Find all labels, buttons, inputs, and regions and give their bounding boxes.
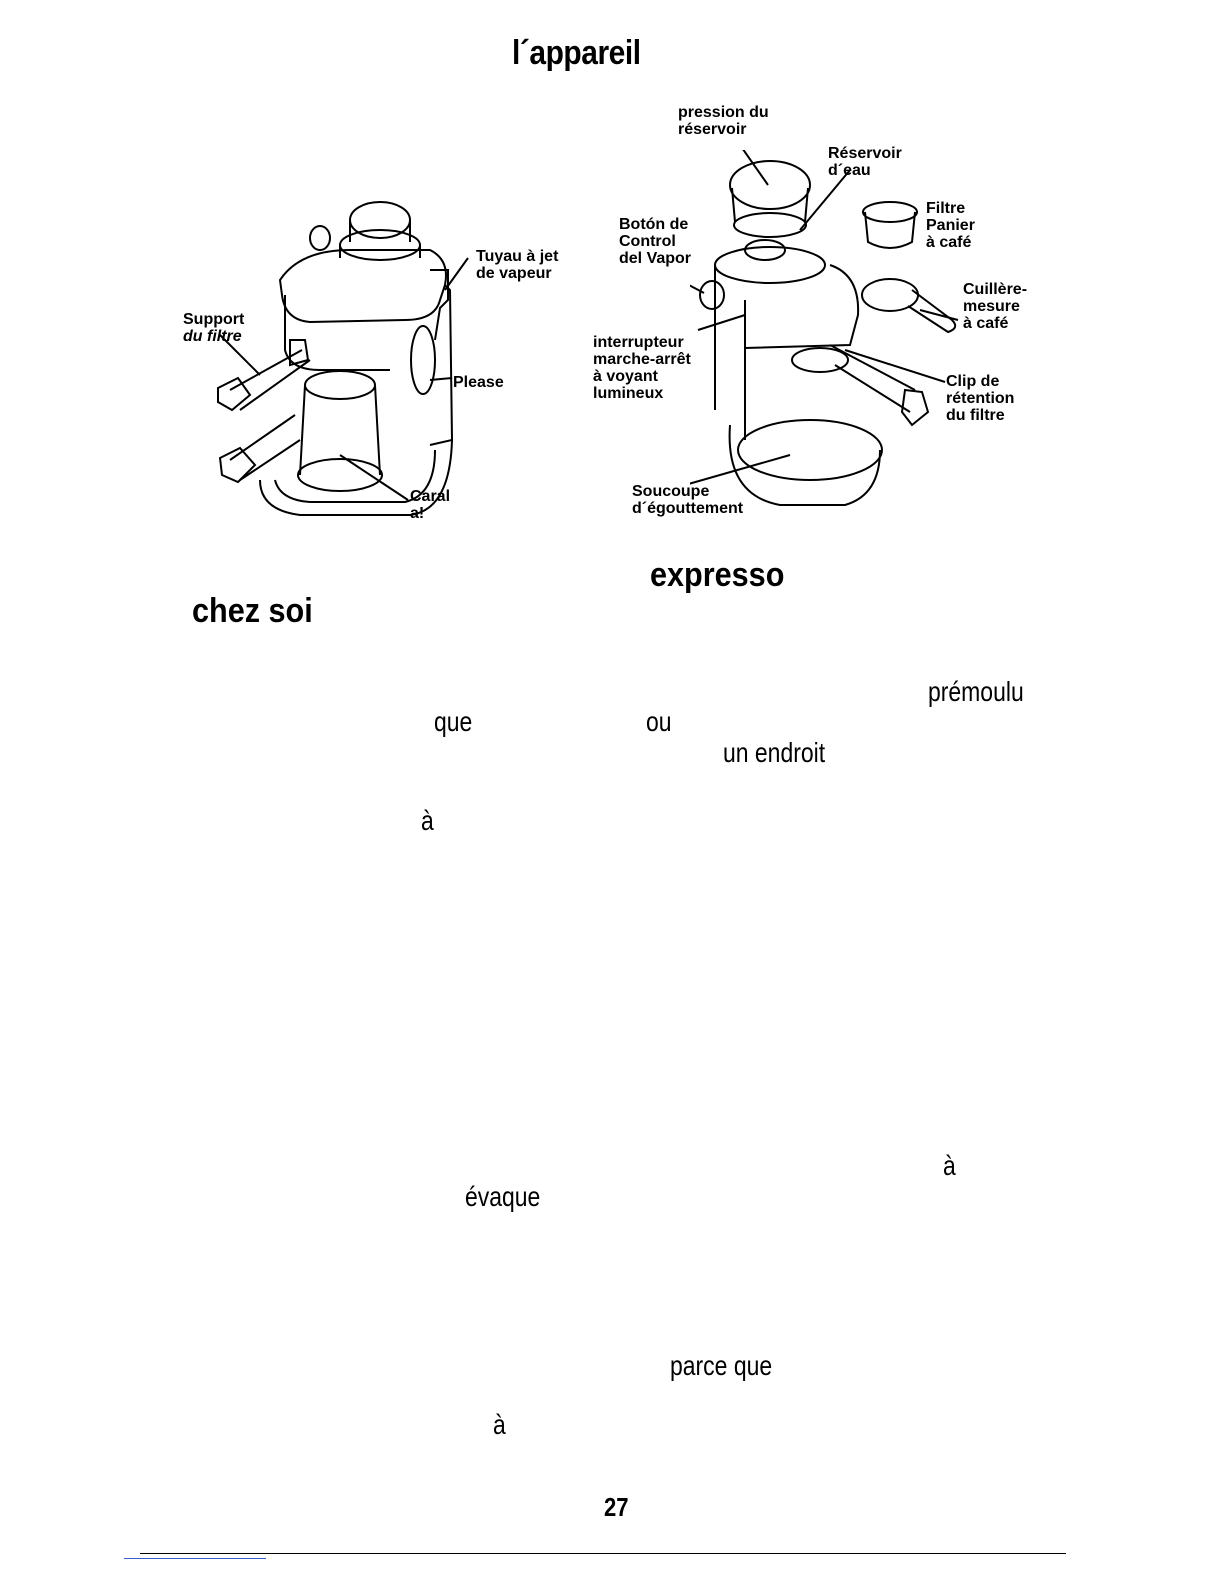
heading-expresso: expresso xyxy=(650,556,785,594)
label-cuillere-mesure: Cuillère- mesure à café xyxy=(963,281,1028,332)
word-ou: ou xyxy=(646,706,672,737)
word-a-1: à xyxy=(421,805,434,836)
espresso-machine-left-illustration xyxy=(217,201,469,516)
label-clip-retention: Clip de rétention du filtre xyxy=(946,373,1015,424)
word-que: que xyxy=(434,706,473,737)
label-carafe: Caral a! xyxy=(410,488,451,522)
label-interrupteur: interrupteur marche-arrêt à voyant lumin… xyxy=(593,334,691,402)
label-reservoir-eau: Réservoir d´eau xyxy=(828,145,902,179)
label-please: Please xyxy=(453,374,504,391)
word-premoulu: prémoulu xyxy=(928,676,1024,707)
word-parce-que: parce que xyxy=(670,1350,773,1381)
label-boton-control-vapor: Botón de Control del Vapor xyxy=(619,216,692,267)
label-support-filtre-2: du filtre xyxy=(183,328,242,345)
footer-rule xyxy=(140,1553,1066,1554)
word-a-3: à xyxy=(493,1409,506,1440)
page-title: l´appareil xyxy=(512,34,641,72)
label-support-filtre: Support xyxy=(183,311,245,328)
label-tuyau-vapeur: Tuyau à jet de vapeur xyxy=(476,248,559,282)
label-filtre-panier: Filtre Panier à café xyxy=(926,200,975,251)
word-un-endroit: un endroit xyxy=(723,737,826,768)
page-number: 27 xyxy=(604,1492,629,1522)
word-evaque: évaque xyxy=(465,1181,541,1212)
label-pression-reservoir: pression du réservoir xyxy=(678,104,769,138)
label-soucoupe: Soucoupe d´égouttement xyxy=(632,483,744,517)
word-a-2: à xyxy=(943,1150,956,1181)
espresso-machine-right-illustration xyxy=(690,150,959,506)
heading-chez-soi: chez soi xyxy=(192,592,313,630)
footer-link-rule xyxy=(124,1558,266,1559)
